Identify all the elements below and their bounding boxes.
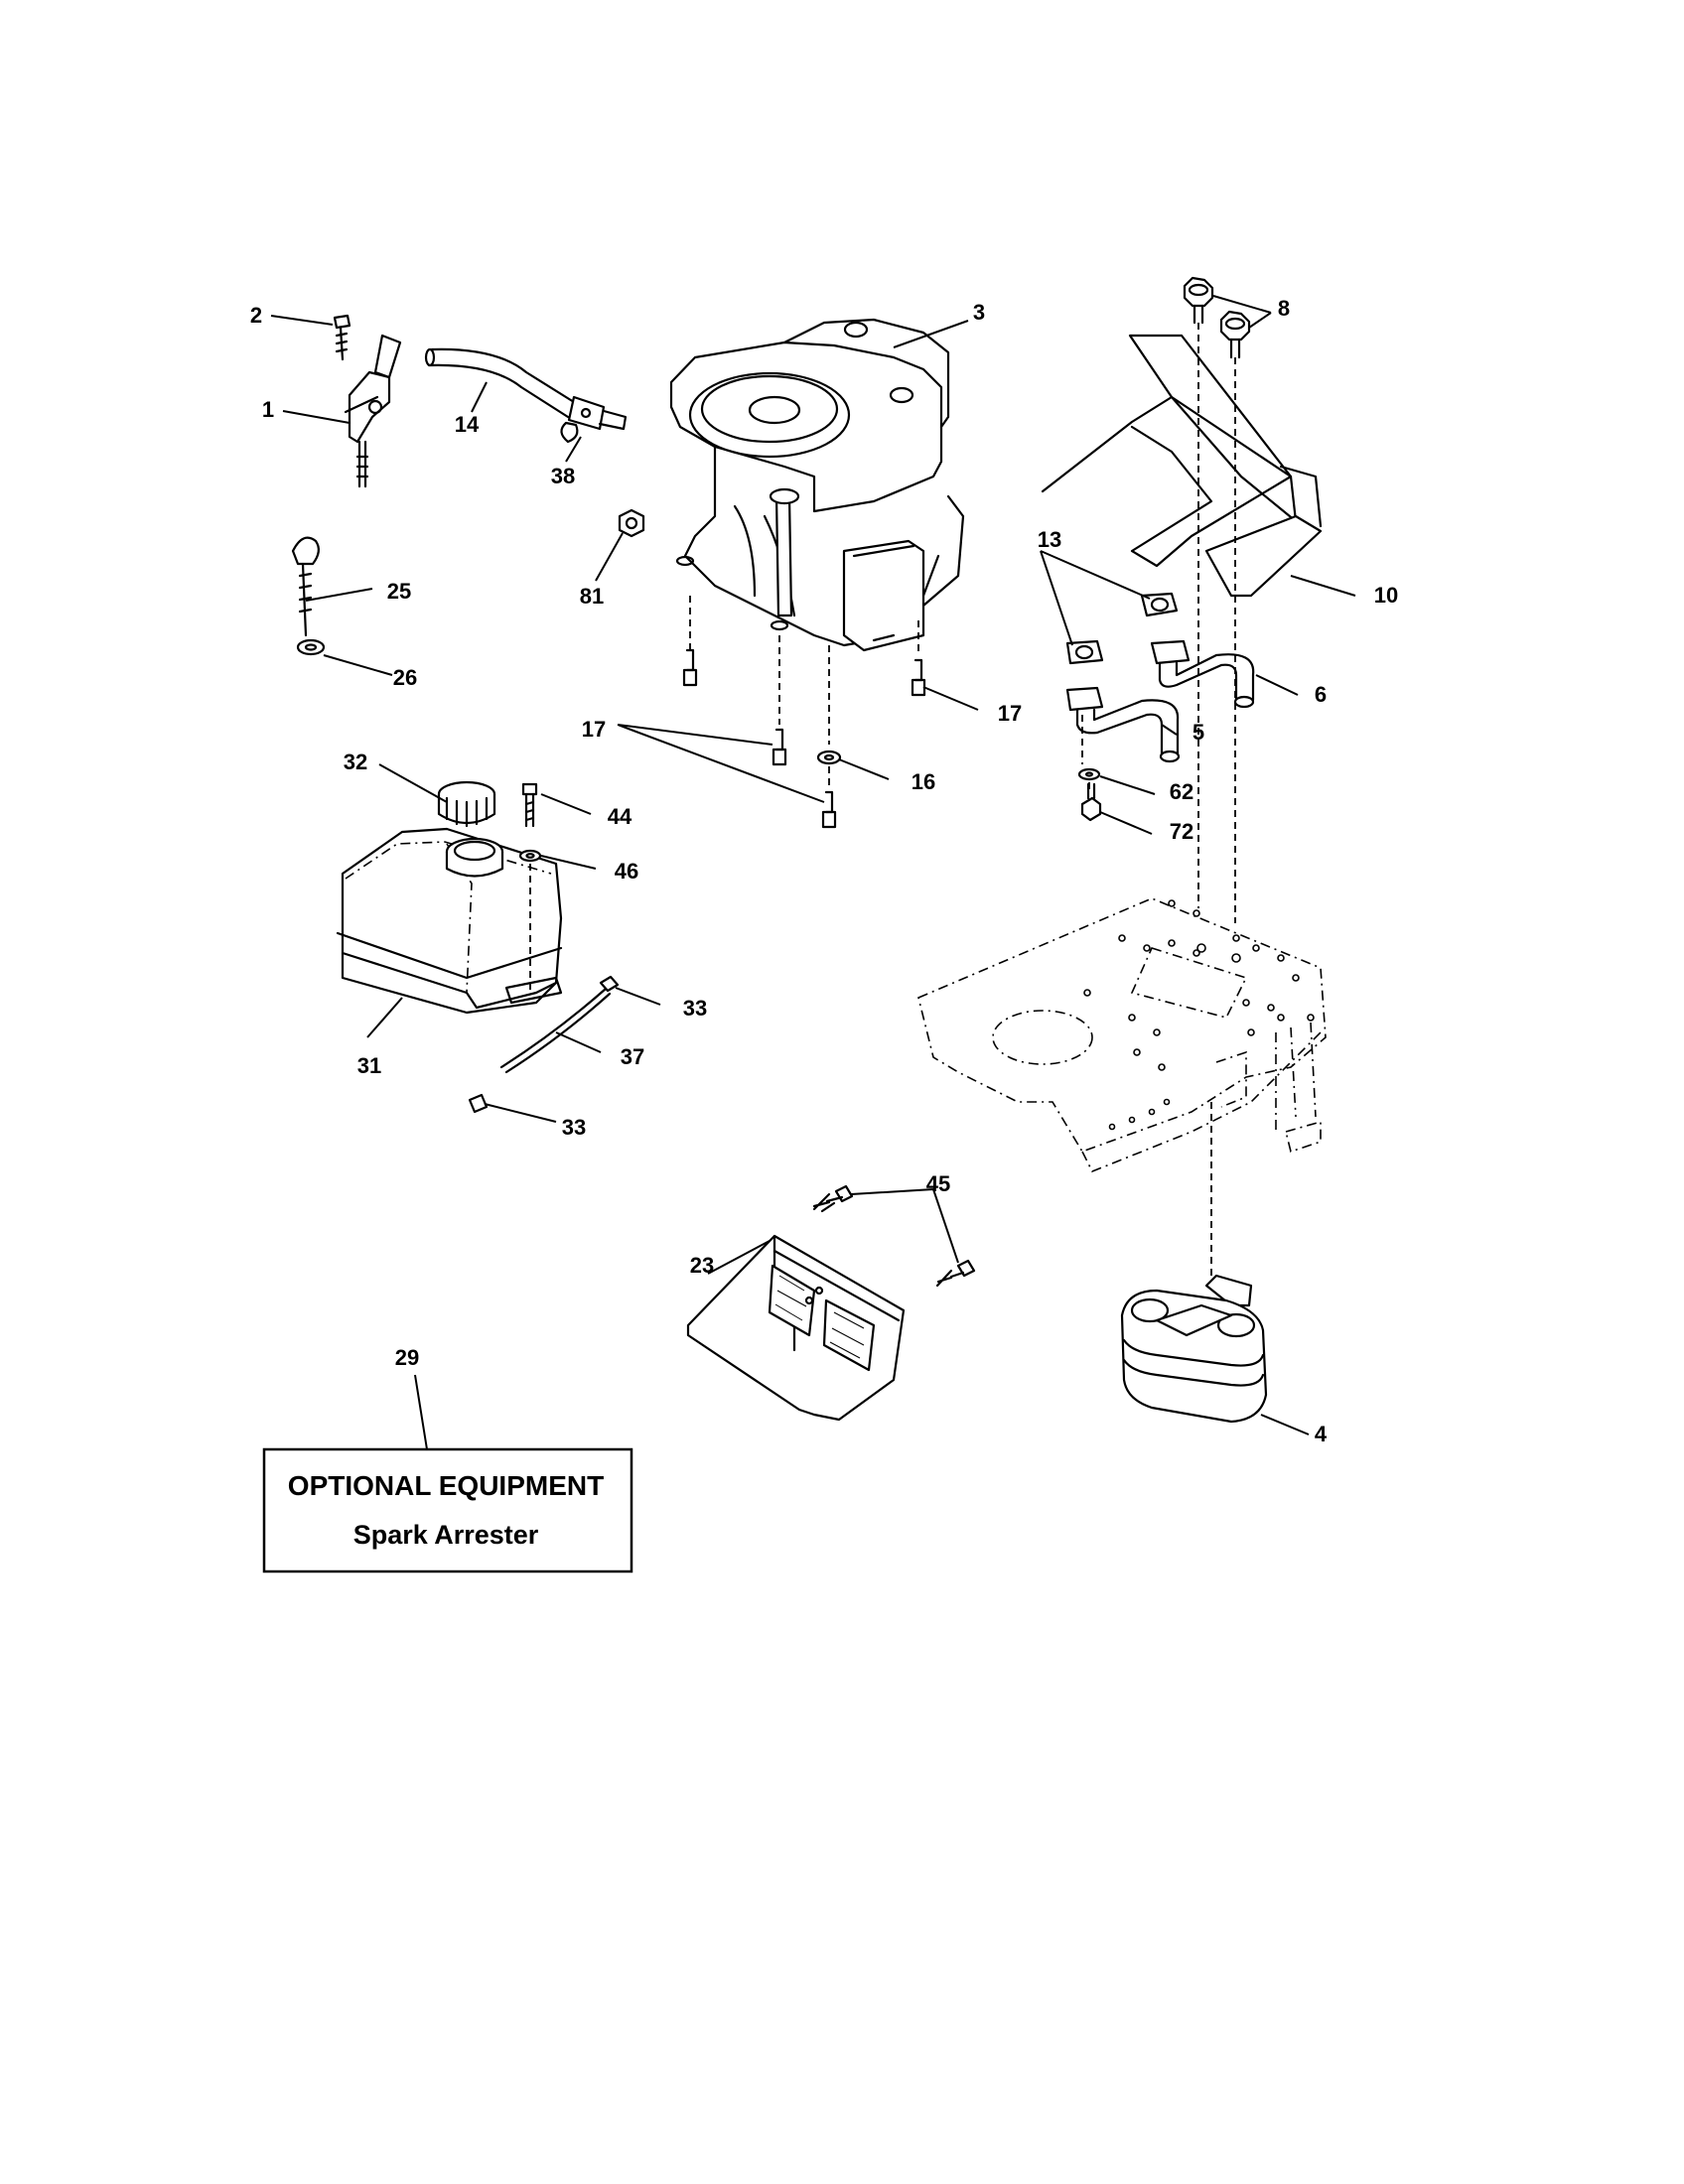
leader-lines xyxy=(270,295,1356,1450)
part-number-labels: 2 1 3 8 14 38 81 25 26 32 44 46 33 37 33… xyxy=(250,296,1398,1446)
heat-shield-part xyxy=(1041,334,1323,598)
label-1: 1 xyxy=(262,397,274,422)
label-72: 72 xyxy=(1170,819,1193,844)
label-33-upper: 33 xyxy=(683,996,707,1021)
label-17-right: 17 xyxy=(998,701,1022,726)
gasket-part-13b xyxy=(1065,639,1104,665)
muffler-part xyxy=(1120,1274,1268,1424)
label-31: 31 xyxy=(357,1053,381,1078)
washer-part-46 xyxy=(518,849,542,863)
fuel-line-part-37 xyxy=(499,987,612,1074)
engine-part xyxy=(669,318,965,652)
label-44: 44 xyxy=(608,804,632,829)
fuel-cap-part xyxy=(437,780,496,828)
label-37: 37 xyxy=(621,1044,644,1069)
label-25: 25 xyxy=(387,579,411,604)
label-3: 3 xyxy=(973,300,985,325)
optional-equipment-box xyxy=(262,1447,633,1573)
label-26: 26 xyxy=(393,665,417,690)
bolt-part-72 xyxy=(1080,782,1102,822)
chassis-frame-outline xyxy=(917,897,1327,1173)
fuel-tank-part xyxy=(336,827,563,1015)
label-29: 29 xyxy=(395,1345,419,1370)
label-32: 32 xyxy=(344,750,367,774)
fuel-valve-part xyxy=(560,395,628,444)
label-17-left: 17 xyxy=(582,717,606,742)
exhaust-pipe-part-6 xyxy=(1150,639,1255,709)
label-33-lower: 33 xyxy=(562,1115,586,1140)
label-46: 46 xyxy=(615,859,638,884)
screw-part-45b xyxy=(935,1259,976,1288)
hose-clamp-part-33a xyxy=(599,975,620,993)
screw-part-2 xyxy=(333,314,351,361)
screw-part-44 xyxy=(521,782,538,828)
nut-part-81 xyxy=(618,508,645,538)
label-38: 38 xyxy=(551,464,575,488)
label-6: 6 xyxy=(1315,682,1327,707)
engine-mount-bolts xyxy=(682,596,926,829)
label-23: 23 xyxy=(690,1253,714,1278)
label-10: 10 xyxy=(1374,583,1398,608)
fuel-hose-part xyxy=(424,347,576,419)
label-62: 62 xyxy=(1170,779,1193,804)
flange-bolt-part-8a xyxy=(1183,276,1214,325)
label-5: 5 xyxy=(1193,720,1204,745)
screen-bracket-part-23 xyxy=(686,1234,906,1422)
label-2: 2 xyxy=(250,303,262,328)
gasket-part-13a xyxy=(1140,592,1179,617)
label-81: 81 xyxy=(580,584,604,609)
label-4: 4 xyxy=(1315,1422,1328,1446)
hose-clamp-part-33b xyxy=(468,1093,489,1114)
washer-part-26 xyxy=(296,638,326,656)
flange-bolt-part-8b xyxy=(1219,310,1251,359)
throttle-control-part xyxy=(344,334,402,488)
label-14: 14 xyxy=(455,412,480,437)
screw-part-45a xyxy=(812,1184,854,1213)
label-13: 13 xyxy=(1038,527,1061,552)
spark-arrester-label: Spark Arrester xyxy=(353,1520,539,1550)
washer-part-62 xyxy=(1077,767,1101,781)
optional-equipment-title: OPTIONAL EQUIPMENT xyxy=(288,1470,604,1501)
label-45: 45 xyxy=(926,1171,950,1196)
label-16: 16 xyxy=(912,769,935,794)
dipstick-part xyxy=(291,536,320,637)
exhaust-pipe-part-5 xyxy=(1065,686,1181,763)
label-8: 8 xyxy=(1278,296,1290,321)
